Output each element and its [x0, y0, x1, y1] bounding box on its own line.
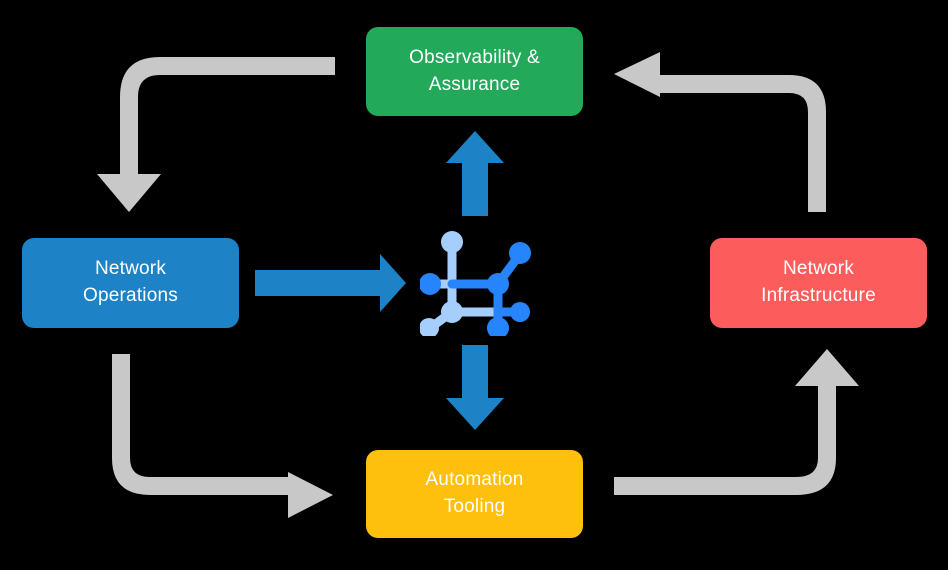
flow-arrow-infrastructure-to-observability [614, 52, 826, 212]
direct-arrow-operations-to-center [255, 254, 406, 312]
node-box-network-infrastructure[interactable]: Network Infrastructure [710, 238, 927, 328]
node-box-automation-tooling[interactable]: Automation Tooling [366, 450, 583, 538]
flow-arrow-observability-to-operations [97, 57, 335, 212]
flow-arrow-automation-to-infrastructure [614, 349, 859, 495]
node-box-observability-assurance[interactable]: Observability & Assurance [366, 27, 583, 116]
direct-arrow-center-to-automation [446, 345, 504, 430]
flow-arrow-operations-to-automation [112, 354, 333, 518]
direct-arrow-center-to-observability [446, 131, 504, 216]
network-topology-icon [420, 231, 531, 336]
node-box-network-operations[interactable]: Network Operations [22, 238, 239, 328]
